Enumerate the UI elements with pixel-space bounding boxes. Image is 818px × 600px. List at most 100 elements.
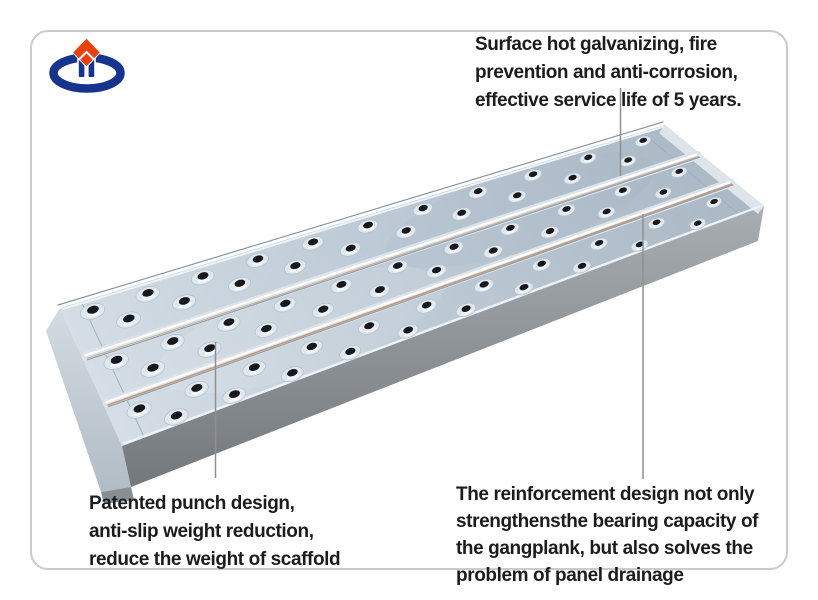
hole-glint [639,141,648,146]
punched-hole [246,252,269,268]
punched-hole [330,278,353,294]
punched-hole [532,258,551,272]
punched-hole [705,196,722,209]
punched-hole [395,224,417,239]
plank-far-edge-highlight [62,125,665,310]
punched-hole [654,187,672,199]
hole-opening [624,157,632,163]
punched-hole [284,259,307,275]
hole-glint [345,249,357,255]
hole-opening [364,322,375,330]
punched-hole [557,203,576,217]
hole-glint [204,349,217,356]
hole-glint [191,388,204,396]
hole-glint [479,285,490,291]
hole-opening [280,299,291,307]
hole-glint [577,266,588,272]
plank-left-end-lip [101,487,134,504]
reinforcement-rib-2 [108,184,734,408]
hole-opening [167,337,179,345]
brand-logo [49,37,125,93]
hole-opening [170,411,183,420]
punched-hole [300,340,323,356]
hole-glint [401,231,413,237]
plank-side-face [122,206,764,487]
hole-glint [418,209,429,215]
hole-opening [336,281,347,288]
hole-opening [562,206,571,212]
punched-hole [500,222,520,236]
hole-glint [659,192,669,198]
hole-glint [710,202,719,207]
hole-glint [602,212,612,217]
punched-hole [140,360,166,378]
hole-opening [306,342,318,351]
hole-glint [133,409,147,417]
punched-hole [172,294,197,311]
hole-glint [122,319,137,327]
punched-hole [358,319,380,335]
hole-opening [602,208,611,215]
hole-glint [568,178,578,183]
hole-glint [652,222,662,228]
plank-front-edge-highlight [122,205,762,445]
hole-glint [147,368,161,376]
hole-opening [568,174,577,181]
punched-hole [589,237,609,251]
hole-glint [449,247,460,253]
hole-opening [191,384,203,392]
reinforcement-rib-1 [86,156,700,361]
punched-hole [280,366,304,383]
punched-hole [455,302,477,318]
hole-opening [449,243,459,250]
punched-hole [523,169,543,182]
hole-opening [403,326,414,334]
hole-glint [307,243,320,249]
hole-opening [577,262,587,269]
hole-glint [261,329,274,336]
plank-right-end-strip [659,125,764,214]
hole-glint [545,231,556,237]
hole-opening [710,198,718,205]
punched-hole [474,278,494,293]
hole-opening [457,209,467,216]
hole-glint [364,326,376,333]
hole-opening [147,363,159,372]
punched-hole [135,286,160,303]
hole-glint [287,373,300,380]
annotation-line: reduce the weight of scaffold [89,549,341,570]
annotation-line: problem of panel drainage [456,565,684,586]
hole-opening [652,219,661,226]
punched-hole [216,315,241,332]
hole-glint [584,158,594,163]
punched-hole [514,281,534,296]
punched-hole [103,352,129,370]
hole-opening [584,154,593,161]
punched-hole [254,322,278,338]
hole-opening [693,220,702,226]
hole-opening [505,224,515,231]
hole-opening [234,279,246,287]
annotation-line: Patented punch design, [89,493,295,514]
hole-glint [693,223,703,229]
hole-glint [86,311,101,318]
hole-opening [229,390,240,399]
hole-opening [421,301,432,309]
hole-glint [528,175,539,180]
hole-opening [87,305,99,314]
hole-opening [473,188,483,195]
hole-opening [528,171,538,178]
hole-glint [457,213,468,219]
hole-glint [110,361,124,368]
hole-glint [223,323,236,330]
hole-opening [261,324,272,333]
hole-opening [223,318,235,326]
punched-hole [579,152,597,165]
hole-opening [431,266,442,274]
hole-opening [479,281,489,288]
hole-glint [488,251,499,257]
punched-hole [572,260,592,274]
punched-hole [79,302,106,320]
